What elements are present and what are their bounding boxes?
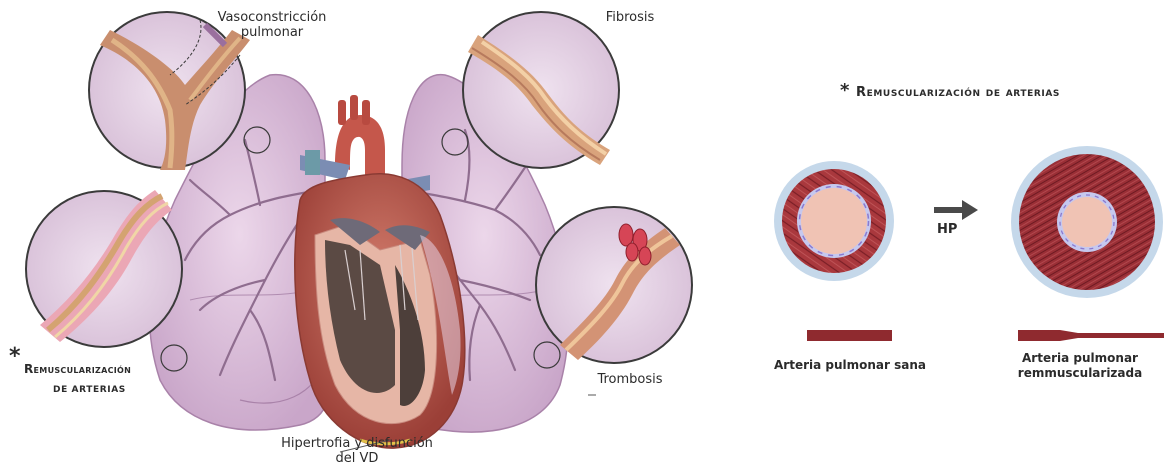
label-vasoconstriccion: Vasoconstricción pulmonar — [202, 10, 342, 40]
arrow-label-hp: HP — [937, 222, 957, 237]
label-hipertrofia-line1: Hipertrofia y disfunción — [272, 436, 442, 451]
hp-arrow — [934, 200, 978, 220]
right-title-text: Remuscularización de arterias — [856, 85, 1060, 100]
right-title-asterisk: * — [840, 80, 850, 101]
asterisk-left: * — [9, 344, 21, 369]
caption-healthy-artery: Arteria pulmonar sana — [760, 358, 940, 373]
label-hipertrofia: Hipertrofia y disfunción del VD — [272, 436, 442, 466]
caption-remuscularized-line1: Arteria pulmonar — [1005, 351, 1155, 366]
right-panel-title: * Remuscularización de arterias — [840, 80, 1140, 101]
caption-remuscularized-line2: remmuscularizada — [1005, 366, 1155, 381]
label-vasoconstriccion-line1: Vasoconstricción — [202, 10, 342, 25]
label-remuscularizacion-left-line1: Remuscularización — [24, 362, 131, 376]
magnifier-remuscularizacion — [26, 190, 182, 347]
remuscularized-artery-bar — [1018, 330, 1164, 341]
healthy-artery-bar — [807, 330, 892, 341]
label-remuscularizacion-left-line2: de arterias — [53, 385, 126, 395]
label-hipertrofia-line2: del VD — [272, 451, 442, 466]
remuscularized-artery-cross-section — [1011, 146, 1163, 298]
label-vasoconstriccion-line2: pulmonar — [202, 25, 342, 40]
magnifier-fibrosis — [463, 12, 619, 168]
label-fibrosis: Fibrosis — [590, 10, 670, 25]
label-trombosis: Trombosis — [590, 372, 670, 387]
caption-remuscularized-artery: Arteria pulmonar remmuscularizada — [1005, 351, 1155, 381]
healthy-artery-cross-section — [774, 161, 894, 281]
magnifier-trombosis — [536, 207, 692, 363]
